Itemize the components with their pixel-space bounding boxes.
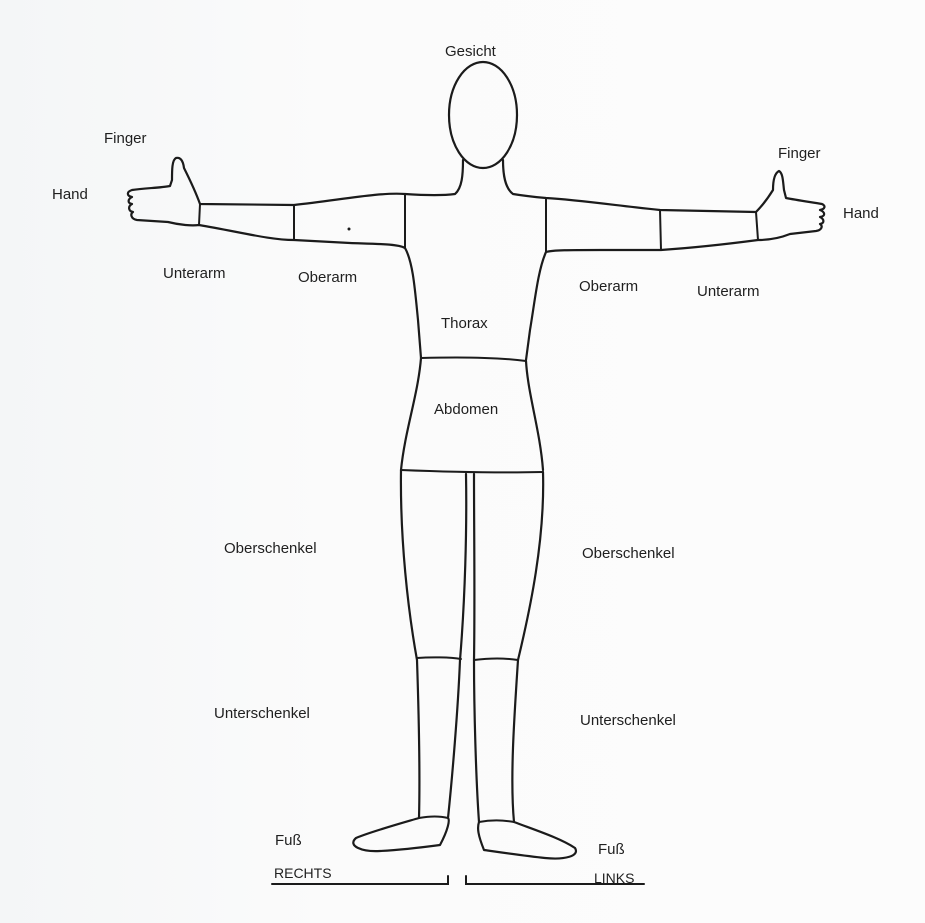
head-outline: [449, 62, 517, 168]
right-knee-line: [417, 657, 461, 659]
label-side-right: RECHTS: [274, 866, 332, 880]
label-right-hand: Hand: [52, 187, 88, 202]
label-abdomen: Abdomen: [434, 402, 498, 417]
label-left-thigh: Oberschenkel: [582, 546, 675, 561]
upper-body-outline-left: [503, 160, 824, 360]
label-left-forearm: Unterarm: [697, 284, 760, 299]
label-left-hand: Hand: [843, 206, 879, 221]
upper-body-outline: [128, 158, 463, 358]
label-right-finger: Finger: [104, 131, 147, 146]
left-knee-line: [474, 659, 518, 661]
left-elbow-line: [660, 210, 661, 250]
label-left-upper-arm: Oberarm: [579, 279, 638, 294]
hip-line: [401, 470, 543, 472]
label-head: Gesicht: [445, 44, 496, 59]
label-left-lower-leg: Unterschenkel: [580, 713, 676, 728]
thorax-abdomen-line: [421, 357, 526, 361]
label-right-thigh: Oberschenkel: [224, 541, 317, 556]
right-ankle-line: [419, 817, 448, 819]
label-left-foot: Fuß: [598, 842, 625, 857]
label-thorax: Thorax: [441, 316, 488, 331]
left-ankle-line: [479, 821, 514, 823]
right-leg-outline: [353, 470, 466, 851]
label-right-upper-arm: Oberarm: [298, 270, 357, 285]
left-leg-outline: [474, 472, 576, 859]
label-right-lower-leg: Unterschenkel: [214, 706, 310, 721]
right-wrist-line: [199, 204, 200, 225]
abdomen-left-side: [526, 361, 543, 470]
label-right-forearm: Unterarm: [163, 266, 226, 281]
left-wrist-line: [756, 212, 758, 240]
label-right-foot: Fuß: [275, 833, 302, 848]
label-left-finger: Finger: [778, 146, 821, 161]
abdomen-right-side: [401, 358, 421, 470]
small-dot-mark: [348, 228, 351, 231]
label-side-left: LINKS: [594, 871, 634, 885]
